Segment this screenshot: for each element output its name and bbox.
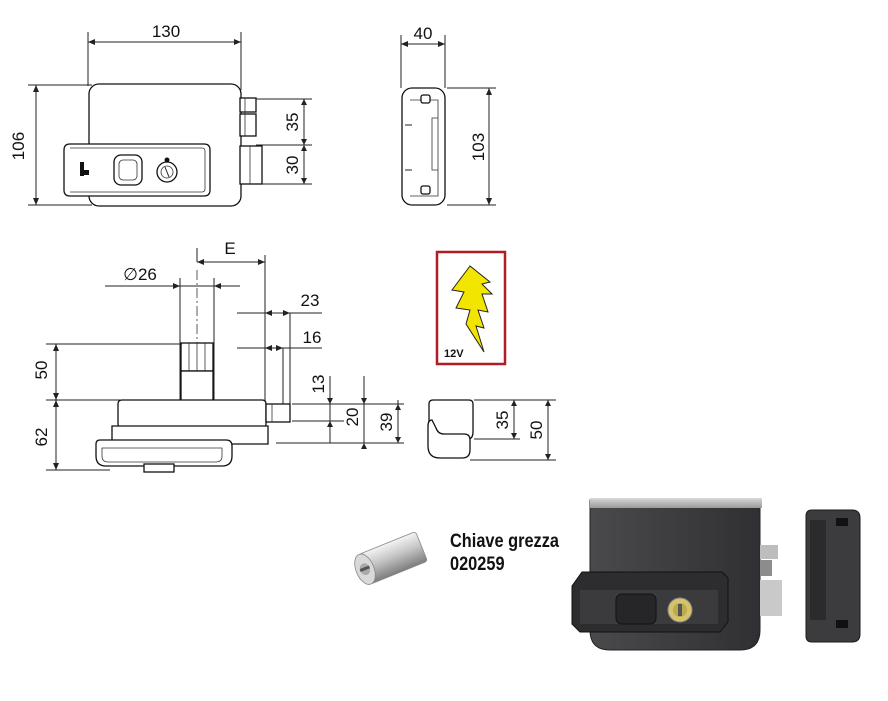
dim-side-height: 103	[469, 133, 488, 161]
key-blank-caption: Chiave grezza 020259	[450, 530, 559, 576]
section-view: E ∅26 23 16 50 62	[32, 239, 404, 473]
dim-base-50: 50	[32, 361, 51, 380]
front-view: 130 106 35 30	[9, 22, 312, 207]
side-view: 40 103	[400, 24, 496, 206]
base-plate-outline	[117, 399, 267, 429]
voltage-badge: 12V	[435, 250, 507, 366]
dim-side-width: 40	[414, 24, 433, 43]
dim-offset-23: 23	[301, 291, 320, 310]
dim-front-height: 106	[9, 132, 28, 160]
push-button-outline	[113, 154, 143, 186]
dim-front-bolt-lower: 30	[283, 156, 302, 175]
dim-cylinder-diameter: ∅26	[123, 265, 157, 284]
front-panel-section	[95, 439, 233, 467]
key-blank-illustration	[354, 531, 428, 585]
side-housing-outline	[401, 87, 446, 206]
key-blank-code: 020259	[450, 554, 505, 575]
dim-end-50: 50	[527, 421, 546, 440]
lock-product-photo	[571, 498, 861, 651]
dim-base-62: 62	[32, 428, 51, 447]
dim-latch-13: 13	[309, 375, 328, 394]
dim-latch-39: 39	[377, 413, 396, 432]
dim-front-bolt-upper: 35	[283, 113, 302, 132]
dim-latch-20: 20	[343, 408, 362, 427]
dim-cylinder-depth: E	[224, 239, 235, 258]
dim-end-35: 35	[493, 411, 512, 430]
key-blank-title: Chiave grezza	[450, 531, 559, 552]
voltage-label: 12V	[444, 348, 464, 360]
lightning-bolt-icon	[451, 265, 494, 353]
dim-front-width: 130	[152, 22, 180, 41]
dim-offset-16: 16	[303, 328, 322, 347]
end-view: 35 50	[427, 399, 556, 461]
